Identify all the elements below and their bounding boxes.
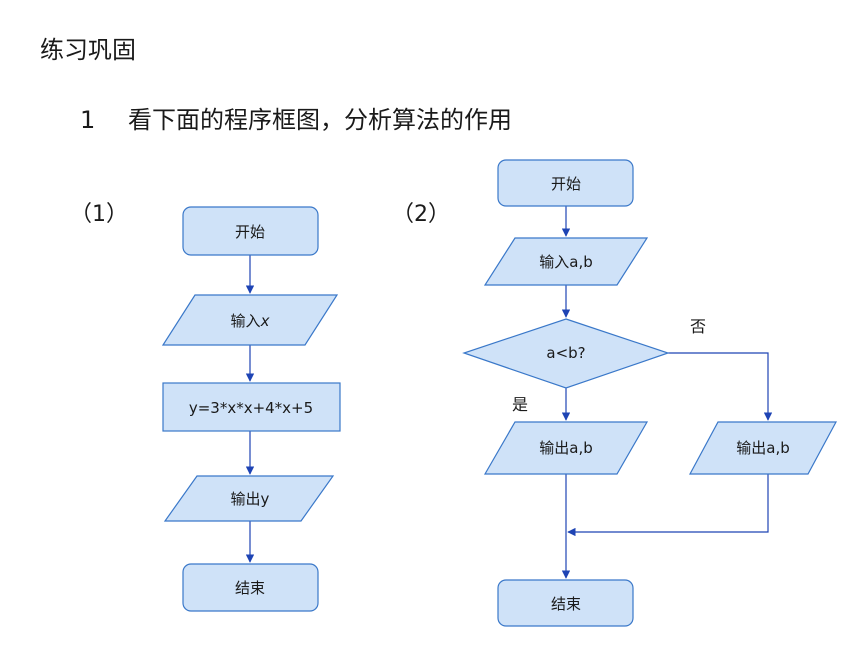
flowchart-2: 开始 输入a,b a<b? 是 否 输出a,b 输出a,b 结束 (462, 159, 838, 627)
no-label: 否 (690, 317, 706, 336)
diagram-1-label: （1） (70, 202, 128, 227)
output-text: 输出y (231, 490, 270, 508)
diagram-2-label: （2） (392, 202, 450, 227)
output-right-parallelogram (688, 421, 838, 475)
output-right-text: 输出a,b (736, 439, 789, 457)
input-parallelogram (161, 294, 339, 346)
process-text: y=3*x*x+4*x+5 (189, 399, 313, 417)
input-parallelogram-2 (483, 237, 649, 286)
end-terminal (182, 563, 319, 612)
output-left-text: 输出a,b (539, 439, 592, 457)
input-text-2: 输入a,b (539, 253, 592, 271)
input-variable: x (260, 312, 270, 330)
start-text-2: 开始 (551, 175, 581, 193)
start-terminal (182, 206, 319, 256)
end-text-2: 结束 (551, 595, 581, 613)
condition-text: a<b? (546, 344, 585, 362)
slide-title: 练习巩固 (40, 36, 136, 64)
yes-label: 是 (512, 395, 528, 414)
end-text: 结束 (235, 579, 265, 597)
arrow-merge (567, 474, 769, 537)
decision-diamond (462, 318, 670, 389)
output-parallelogram (163, 475, 335, 522)
question-number: 1 (80, 106, 96, 134)
process-box (162, 382, 341, 432)
question-text: 看下面的程序框图，分析算法的作用 (128, 106, 512, 134)
start-terminal-2 (497, 159, 634, 207)
flowchart-1: 开始 输入x y=3*x*x+4*x+5 输出y 结束 (161, 206, 341, 612)
question-line: 1 看下面的程序框图，分析算法的作用 (80, 100, 512, 135)
start-text: 开始 (235, 223, 265, 241)
end-terminal-2 (497, 579, 634, 627)
arrow-no-to-output-right (668, 352, 773, 421)
input-prefix: 输入 (231, 312, 261, 330)
input-text: 输入x (231, 312, 270, 330)
output-left-parallelogram (483, 421, 649, 475)
